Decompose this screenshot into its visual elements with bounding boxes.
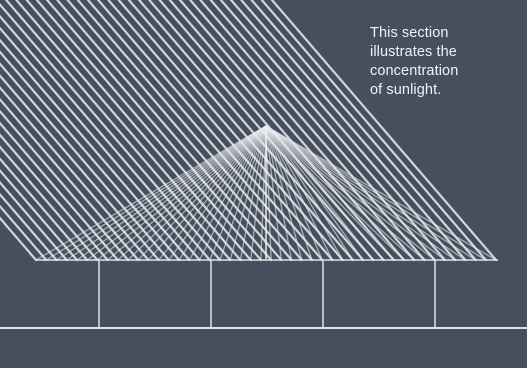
incoming-ray (97, 0, 324, 262)
incoming-ray (138, 0, 365, 262)
incoming-ray (0, 26, 201, 262)
incoming-ray (209, 0, 436, 262)
reflected-ray (168, 125, 267, 261)
incoming-ray (0, 169, 79, 262)
incoming-ray (0, 2, 222, 262)
reflected-ray (265, 125, 405, 261)
reflected-ray (265, 125, 272, 261)
reflected-ray (265, 125, 344, 261)
reflected-ray (265, 125, 293, 261)
incoming-ray (0, 121, 119, 262)
incoming-ray (45, 0, 273, 262)
reflected-ray (265, 125, 487, 261)
building-section (0, 259, 527, 329)
reflected-ray (117, 125, 267, 261)
incoming-ray (0, 109, 130, 262)
reflected-ray (265, 125, 323, 261)
incoming-ray (0, 192, 58, 262)
diagram-caption: This section illustrates the concentrati… (370, 24, 500, 100)
incoming-ray (76, 0, 303, 262)
reflected-ray (188, 125, 267, 261)
incoming-ray (117, 0, 344, 262)
reflected-ray (96, 125, 267, 261)
reflected-ray (265, 125, 354, 261)
reflected-ray (45, 125, 267, 261)
incoming-ray (0, 50, 181, 262)
reflected-ray (250, 125, 267, 261)
reflected-ray (265, 125, 364, 261)
incoming-ray (0, 133, 109, 262)
caption-line: of sunlight. (370, 82, 442, 98)
reflected-ray (265, 125, 426, 261)
reflected-ray (265, 125, 415, 261)
incoming-ray (168, 0, 395, 262)
reflected-ray (265, 125, 395, 261)
incoming-ray (189, 0, 416, 262)
reflected-ray (106, 125, 267, 261)
incoming-ray (0, 97, 140, 262)
incoming-ray (230, 0, 457, 262)
caption-line: This section (370, 25, 449, 41)
reflected-ray (265, 125, 446, 261)
reflected-ray (265, 125, 436, 261)
reflected-ray (198, 125, 267, 261)
reflected-ray (66, 125, 267, 261)
caption-line: illustrates the (370, 44, 457, 60)
incoming-ray (66, 0, 293, 262)
incoming-ray (0, 157, 89, 262)
reflected-ray (137, 125, 267, 261)
reflected-ray (265, 125, 466, 261)
incoming-ray (107, 0, 334, 262)
reflected-ray (86, 125, 267, 261)
incoming-ray (240, 0, 467, 262)
incoming-ray (0, 145, 99, 262)
incoming-ray (127, 0, 354, 262)
reflected-ray (265, 125, 497, 261)
reflected-ray (239, 125, 267, 261)
incoming-ray (86, 0, 314, 262)
reflected-ray (265, 125, 385, 261)
reflected-ray (265, 125, 282, 261)
reflected-sunlight-rays (35, 125, 497, 261)
reflected-ray (35, 125, 267, 261)
reflected-ray (147, 125, 267, 261)
reflected-ray (265, 125, 303, 261)
incoming-ray (35, 0, 262, 262)
caption-line: concentration (370, 63, 459, 79)
reflected-ray (178, 125, 267, 261)
incoming-ray (0, 74, 160, 262)
reflected-ray (265, 125, 313, 261)
reflected-ray (76, 125, 267, 261)
reflected-ray (209, 125, 267, 261)
incoming-ray (250, 0, 477, 262)
reflected-ray (265, 125, 374, 261)
incoming-ray (56, 0, 283, 262)
reflected-ray (229, 125, 267, 261)
reflected-ray (265, 125, 456, 261)
reflected-ray (219, 125, 267, 261)
reflected-ray (158, 125, 267, 261)
reflected-ray (260, 125, 267, 261)
incoming-ray (15, 0, 242, 262)
incoming-ray (270, 0, 498, 262)
reflected-ray (265, 125, 334, 261)
reflected-ray (55, 125, 267, 261)
reflected-ray (127, 125, 267, 261)
incoming-ray (0, 204, 48, 262)
incoming-ray (260, 0, 487, 262)
incoming-ray (0, 180, 68, 262)
reflected-ray (265, 125, 477, 261)
